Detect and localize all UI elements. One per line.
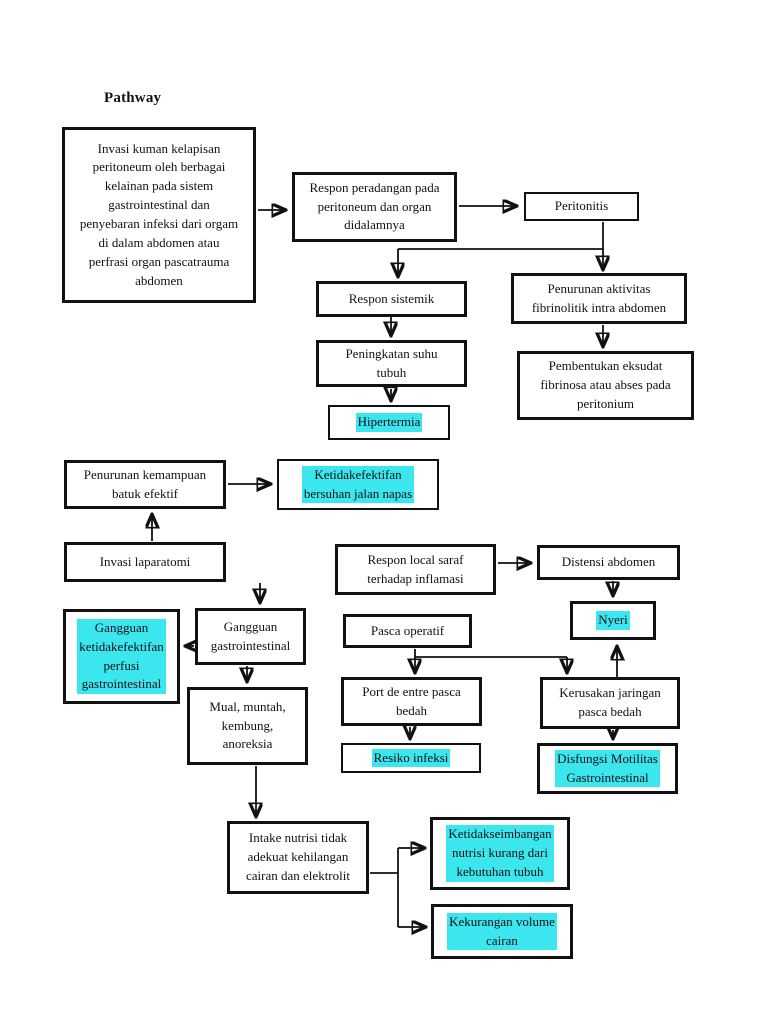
connector-pasca-operatif-stem bbox=[414, 649, 567, 658]
node-invasi-laparatomi: Invasi laparatomi bbox=[64, 542, 226, 582]
node-disfungsi-motilitas: Disfungsi Motilitas Gastrointestinal bbox=[537, 743, 678, 794]
node-intake-nutrisi: Intake nutrisi tidak adekuat kehilangan … bbox=[227, 821, 369, 894]
node-kekurangan-volume: Kekurangan volume cairan bbox=[431, 904, 573, 959]
node-kerusakan-jaringan: Kerusakan jaringan pasca bedah bbox=[540, 677, 680, 729]
connector-intake-branch-stem bbox=[370, 848, 399, 927]
node-pembentukan-eksudat: Pembentukan eksudat fibrinosa atau abses… bbox=[517, 351, 694, 420]
node-mual-muntah: Mual, muntah, kembung, anoreksia bbox=[187, 687, 308, 765]
node-respon-sistemik: Respon sistemik bbox=[316, 281, 467, 317]
page-title: Pathway bbox=[104, 90, 162, 106]
node-pasca-operatif: Pasca operatif bbox=[343, 614, 472, 648]
node-gangguan-ketidakefektifan-perfusi: Gangguan ketidakefektifan perfusi gastro… bbox=[63, 609, 180, 704]
node-ketidakefektifan-bersuhan: Ketidakefektifan bersuhan jalan napas bbox=[277, 459, 439, 510]
node-distensi-abdomen: Distensi abdomen bbox=[537, 545, 680, 580]
node-invasi-kuman: Invasi kuman kelapisan peritoneum oleh b… bbox=[62, 127, 256, 303]
node-hipertermia: Hipertermia bbox=[328, 405, 450, 440]
node-nyeri: Nyeri bbox=[570, 601, 656, 640]
node-ketidakseimbangan-nutrisi: Ketidakseimbangan nutrisi kurang dari ke… bbox=[430, 817, 570, 890]
node-gangguan-gastrointestinal: Gangguan gastrointestinal bbox=[195, 608, 306, 665]
node-port-de-entre: Port de entre pasca bedah bbox=[341, 677, 482, 726]
node-respon-local-saraf: Respon local saraf terhadap inflamasi bbox=[335, 544, 496, 595]
node-penurunan-aktivitas-fibrinolitik: Penurunan aktivitas fibrinolitik intra a… bbox=[511, 273, 687, 324]
node-resiko-infeksi: Resiko infeksi bbox=[341, 743, 481, 773]
node-peningkatan-suhu-tubuh: Peningkatan suhu tubuh bbox=[316, 340, 467, 387]
node-peritonitis: Peritonitis bbox=[524, 192, 639, 221]
node-respon-peradangan: Respon peradangan pada peritoneum dan or… bbox=[292, 172, 457, 242]
node-penurunan-kemampuan-batuk: Penurunan kemampuan batuk efektif bbox=[64, 460, 226, 509]
